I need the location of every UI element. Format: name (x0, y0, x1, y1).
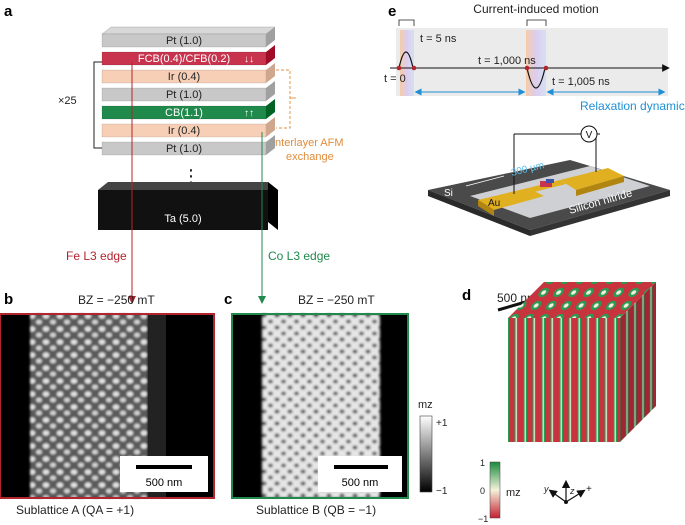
stack-layer-label: FCB(0.4)/CFB(0.2) (138, 53, 230, 65)
marker-t1000 (524, 65, 530, 71)
panel-b: b BZ = −250 mT 500 nm Sublattice A (QA =… (0, 291, 215, 517)
voltmeter (580, 125, 598, 143)
colorbar-label-c: mz (418, 399, 433, 411)
panel-letter-d: d (462, 287, 471, 304)
co-edge-label: Co L3 edge (268, 249, 330, 263)
repeat-label: ×25 (58, 95, 77, 107)
si-label: Si (444, 188, 453, 199)
stack-layer-5: Ir (0.4) (101, 117, 275, 138)
afm-bracket (276, 69, 291, 129)
stack-layer-label: Pt (1.0) (166, 35, 202, 47)
axis-x-label: + (586, 484, 592, 495)
au-pad-left (478, 188, 544, 210)
substrate-side (268, 182, 278, 230)
stack-layer-3: Pt (1.0) (101, 81, 275, 102)
colorbar-label-d: mz (506, 487, 521, 499)
stack-layer-label: Pt (1.0) (166, 89, 202, 101)
substrate-top (98, 182, 278, 190)
scalebar-label-b: 500 nm (146, 477, 183, 489)
colorbar-d (489, 461, 501, 519)
pulse-glow-2 (526, 30, 546, 96)
voltmeter-label: V (586, 130, 593, 141)
stack-layer-label: Ir (0.4) (168, 125, 200, 137)
image-frame-b (231, 313, 409, 499)
stack-layer-label: Ir (0.4) (168, 71, 200, 83)
panel-e: e Current-induced motion t = 5 ns t = 0 … (384, 2, 685, 236)
colorbar-min-d: −1 (478, 514, 488, 524)
field-label-c: BZ = −250 mT (298, 293, 375, 307)
device-sketch: V 300 µm Au Si Silicon nitride (428, 125, 670, 236)
panel-c: c BZ = −250 mT 500 nm Sublattice B (QB =… (224, 291, 448, 517)
sample-stack (540, 181, 552, 187)
marker-t5 (411, 65, 417, 71)
label-t1005: t = 1,005 ns (552, 76, 610, 88)
label-t1000: t = 1,000 ns (478, 55, 536, 67)
colorbar-c (419, 415, 433, 493)
stack-layer-2: Ir (0.4) (101, 63, 275, 84)
au-pad-right (560, 168, 624, 190)
scalebar-box-b (120, 456, 208, 492)
label-t0: t = 0 (384, 73, 406, 85)
axis-z-label: z (569, 486, 575, 496)
colorbar-max-d: 1 (480, 458, 485, 468)
stack-layer-4: CB(1.1) ↑↑ (101, 99, 275, 120)
repeat-bracket (93, 61, 102, 149)
caption-c: Sublattice B (QB = −1) (256, 503, 376, 517)
afm-label-line1: Interlayer AFM (272, 137, 344, 149)
axes-glyph: z y + (543, 479, 592, 504)
panel-letter-b: b (4, 291, 13, 308)
colorbar-max-c: +1 (436, 418, 448, 429)
afm-label-line2: exchange (286, 151, 334, 163)
cube-side (620, 282, 656, 442)
stack-layer-label: Pt (1.0) (166, 143, 202, 155)
fe-edge-label: Fe L3 edge (66, 249, 127, 263)
marker-t0 (396, 65, 402, 71)
pulse-glow-1 (400, 30, 414, 96)
relaxation-label: Relaxation dynamics (580, 99, 685, 113)
spin-down-icon: ↓↓ (244, 54, 254, 65)
stack-layer-6: Pt (1.0) (101, 135, 275, 156)
panel-d: d 500 nm 1 0 −1 mz z y + (462, 282, 656, 524)
stack-layer-1: FCB(0.4)/CFB(0.2) ↓↓ (101, 45, 275, 66)
substrate-layer: Ta (5.0) (98, 182, 278, 230)
scalebar-box-c (318, 456, 402, 492)
pulse-2 (526, 67, 546, 89)
panel-letter-c: c (224, 291, 232, 308)
pulse-1 (398, 51, 414, 69)
caption-b: Sublattice A (QA = +1) (16, 503, 134, 517)
au-label: Au (488, 198, 500, 209)
colorbar-min-c: −1 (436, 486, 448, 497)
image-frame-a (0, 313, 215, 499)
scalebar-b (136, 465, 192, 469)
substrate-label: Ta (5.0) (164, 213, 201, 225)
scalebar-c (334, 465, 388, 469)
axis-y-label: y (543, 484, 549, 494)
colorbar-mid-d: 0 (480, 486, 485, 496)
spin-up-icon: ↑↑ (244, 108, 254, 119)
layer-stack: Pt (1.0) FCB(0.4)/CFB(0.2) ↓↓ Ir (0.4) Pt (1… (101, 26, 276, 156)
label-t5: t = 5 ns (420, 33, 457, 45)
marker-t1005 (543, 65, 549, 71)
stack-layer-0: Pt (1.0) (101, 26, 276, 48)
stack-layer-label: CB(1.1) (165, 107, 203, 119)
field-label-b: BZ = −250 mT (78, 293, 155, 307)
panel-letter-e: e (388, 3, 396, 20)
panel-letter-a: a (4, 3, 13, 20)
timeline-title: Current-induced motion (473, 2, 598, 16)
substrate-front (98, 190, 268, 230)
panel-a: a Pt (1.0)FCB(0.4)/CFB(0.2)↓↓Ir (0.4)Pt … (4, 3, 344, 304)
cube-front (508, 318, 620, 442)
cube-top (508, 282, 656, 318)
stack-dots: ⋮ (182, 166, 200, 186)
scalebar-label-c: 500 nm (342, 477, 379, 489)
